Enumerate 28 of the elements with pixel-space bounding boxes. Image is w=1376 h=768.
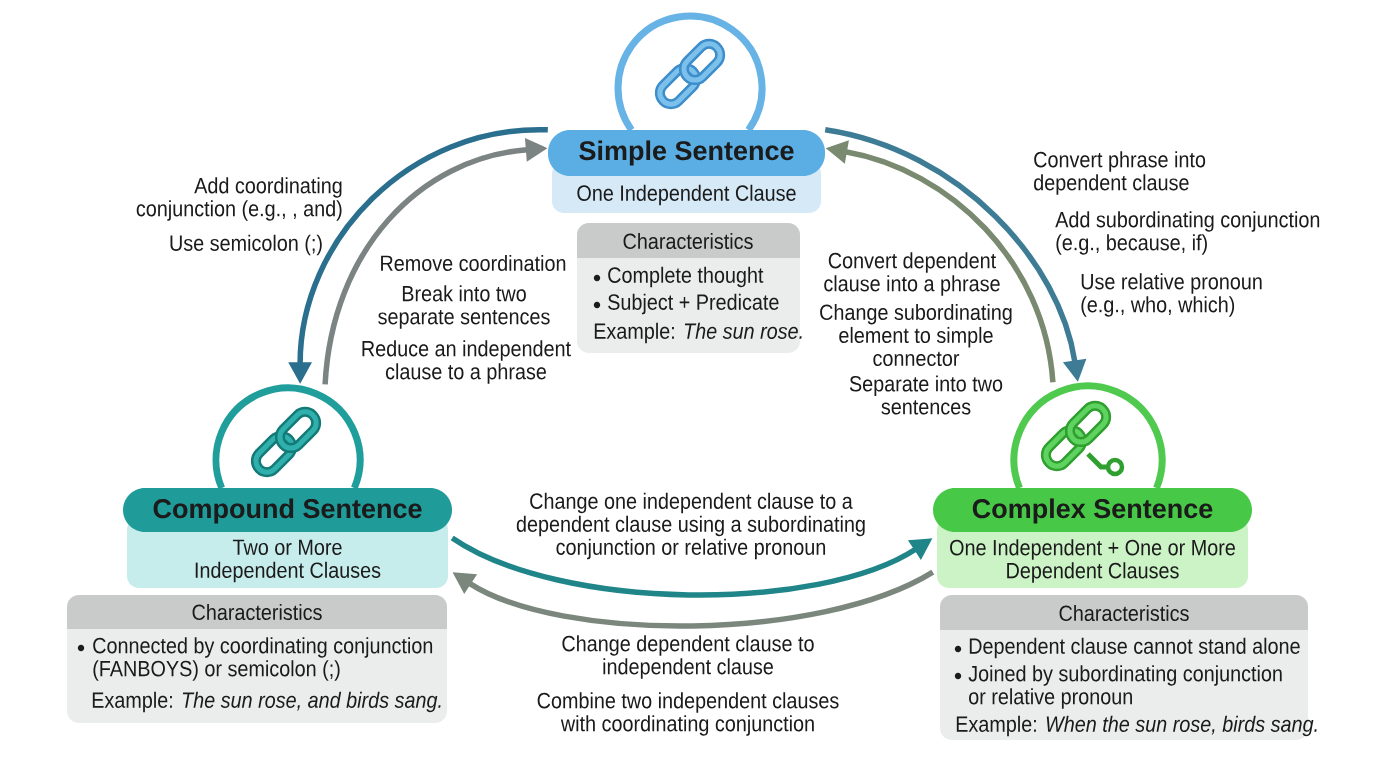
title-bar: Complex Sentence bbox=[933, 488, 1252, 532]
heading-band: Characteristics bbox=[577, 223, 800, 258]
note-text: Reduce an independent clause to a phrase bbox=[362, 340, 571, 384]
note-text: Combine two independent clauses with coordinating conjunction bbox=[537, 692, 839, 736]
example-text: Example: The sun rose, and birds sang. bbox=[92, 691, 441, 713]
note-text: Separate into two sentences bbox=[849, 375, 1003, 415]
bullet-text: Complete thought bbox=[608, 266, 764, 288]
example-text: Example: When the sun rose, birds sang. bbox=[956, 715, 1317, 737]
note-text: Break into two separate sentences bbox=[378, 285, 550, 329]
title-bar: Simple Sentence bbox=[548, 130, 825, 176]
bullet-text: Dependent clause cannot stand alone bbox=[969, 637, 1300, 659]
note-text: Remove coordination bbox=[381, 254, 566, 272]
heading-band: Characteristics bbox=[67, 595, 447, 629]
example-text: Example: The sun rose. bbox=[594, 322, 802, 344]
note-text: Convert dependent clause into a phrase bbox=[824, 252, 1000, 296]
note-text: Convert phrase into dependent clause bbox=[1034, 151, 1206, 195]
note-text: Use relative pronoun (e.g., who, which) bbox=[1081, 273, 1262, 317]
note-text: Change one independent clause to a dependent clause using a subordinating conjunction or relative pronoun bbox=[516, 492, 865, 560]
note-text: Change dependent clause to independent clause bbox=[562, 635, 814, 679]
heading-band: Characteristics bbox=[940, 595, 1308, 630]
note-text: Add coordinating conjunction (e.g., , and) bbox=[136, 177, 342, 221]
bullet-text: Subject + Predicate bbox=[608, 293, 779, 315]
bullet-text: Connected by coordinating conjunction (FANBOYS) or semicolon (;) bbox=[93, 637, 433, 681]
note-text: Use semicolon (;) bbox=[170, 234, 322, 256]
title-bar: Compound Sentence bbox=[123, 488, 452, 532]
bullet-text: Joined by subordinating conjunction or relative pronoun bbox=[968, 665, 1282, 709]
note-text: Change subordinating element to simple connector bbox=[820, 303, 1012, 367]
note-text: Add subordinating conjunction (e.g., because, if) bbox=[1055, 211, 1320, 255]
